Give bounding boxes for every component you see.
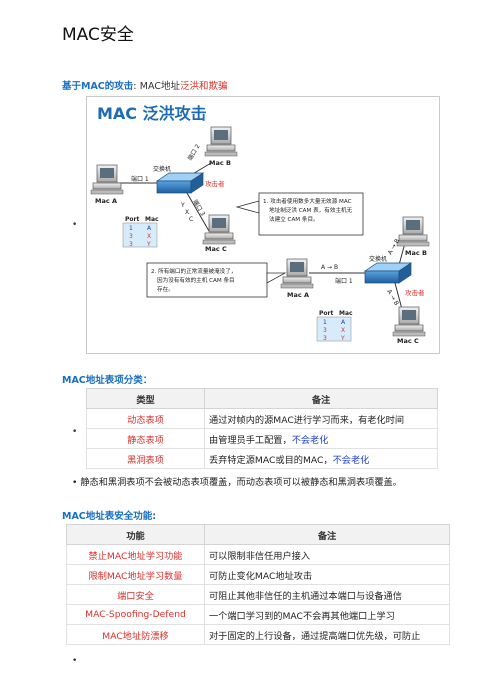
security-functions-table: 功能 备注 禁止MAC地址学习功能 可以限制非信任用户接入 限制MAC地址学习数… — [66, 524, 450, 645]
table-row: 动态表项 通过对帧内的源MAC进行学习而来，有老化时间 — [86, 408, 438, 429]
table-row: 限制MAC地址学习数量 可防止变化MAC地址攻击 — [66, 564, 450, 585]
section-heading-security-functions: MAC地址表安全功能: — [62, 511, 157, 522]
entry-note-cell: 由管理员手工配置，不会老化 — [204, 428, 438, 449]
column-header: 备注 — [204, 524, 450, 545]
callout-2-line-3: 存在。 — [157, 285, 174, 293]
svg-text:A: A — [147, 225, 152, 232]
svg-text:1: 1 — [323, 319, 327, 326]
attack-heading-red: 泛洪和欺骗 — [179, 81, 228, 92]
host-a2-label: Mac A — [287, 291, 309, 299]
host-c2-icon — [392, 306, 426, 337]
host-b-label: Mac B — [209, 159, 231, 167]
function-note-cell: 可防止变化MAC地址攻击 — [204, 564, 450, 585]
attack-heading-plain: MAC地址 — [139, 81, 180, 92]
diagram-title: MAC 泛洪攻击 — [97, 104, 207, 123]
table-header-row: 功能 备注 — [66, 524, 450, 545]
bullet-dot: • — [72, 220, 78, 230]
function-cell: 端口安全 — [66, 584, 205, 605]
entry-note-cell: 丢弃特定源MAC或目的MAC，不会老化 — [204, 448, 438, 469]
override-note: • 静态和黑洞表项不会被动态表项覆盖，而动态表项可以被静态和黑洞表项覆盖。 — [72, 477, 402, 488]
svg-text:Mac: Mac — [145, 216, 159, 223]
column-header: 功能 — [66, 524, 205, 545]
svg-text:3: 3 — [323, 327, 327, 334]
mac-entry-types-table: 类型 备注 动态表项 通过对帧内的源MAC进行学习而来，有老化时间 静态表项 由… — [86, 388, 438, 469]
port1-label: 端口 1 — [131, 175, 149, 183]
column-header: 类型 — [86, 388, 205, 409]
flow-ab-label: A → B — [321, 264, 338, 271]
flood-letter-y: Y — [180, 202, 185, 209]
section-heading-attacks: 基于MAC的攻击: MAC地址泛洪和欺骗 — [62, 78, 227, 92]
function-cell: MAC-Spoofing-Defend — [66, 604, 205, 625]
section-heading-table-types: MAC地址表项分类： — [62, 375, 153, 386]
cam-table-2: Port Mac 1 A 3 X 3 Y — [316, 310, 353, 342]
switch2-label: 交换机 — [369, 255, 387, 263]
port3-label: 端口 3 — [191, 198, 207, 218]
host-c-label: Mac C — [205, 245, 227, 253]
function-note-cell: 一个端口学习到的MAC不会再其他端口上学习 — [204, 604, 450, 625]
attacker-label-2: 攻击者 — [405, 288, 425, 297]
table-row: 静态表项 由管理员手工配置，不会老化 — [86, 428, 438, 449]
entry-note-cell: 通过对帧内的源MAC进行学习而来，有老化时间 — [204, 408, 438, 429]
callout-1-line-3: 法建立 CAM 条目。 — [269, 215, 319, 223]
svg-text:Y: Y — [146, 241, 151, 248]
table-row: 禁止MAC地址学习功能 可以限制非信任用户接入 — [66, 544, 450, 565]
switch-label: 交换机 — [153, 165, 171, 173]
callout-1 — [258, 192, 364, 236]
host-b2-icon — [396, 216, 430, 247]
function-note-cell: 对于固定的上行设备，通过提高端口优先级，可防止 — [204, 624, 450, 645]
svg-text:3: 3 — [129, 241, 133, 248]
callout-2-line-1: 2. 所有端口的正常流量被淹没了， — [151, 267, 236, 275]
function-note-cell: 可以限制非信任用户接入 — [204, 544, 450, 565]
svg-text:X: X — [341, 327, 345, 334]
host-a-icon — [90, 164, 124, 195]
svg-text:Mac: Mac — [339, 310, 353, 317]
flood-letter-c: C — [189, 216, 193, 223]
function-cell: 禁止MAC地址学习功能 — [66, 544, 205, 565]
table-row: MAC-Spoofing-Defend 一个端口学习到的MAC不会再其他端口上学… — [66, 604, 450, 625]
svg-text:3: 3 — [323, 335, 327, 342]
svg-text:Y: Y — [340, 335, 345, 342]
callout-1-line-2: 地址制泛洪 CAM 表，有效主机无 — [269, 206, 353, 214]
svg-text:3: 3 — [129, 233, 133, 240]
callout-1-line-1: 1. 攻击者使用数多大量无效源 MAC — [263, 197, 352, 205]
function-note-cell: 可阻止其他非信任的主机通过本端口与设备通信 — [204, 584, 450, 605]
entry-type-cell: 动态表项 — [86, 408, 205, 429]
host-c2-label: Mac C — [397, 337, 419, 345]
host-b-icon — [204, 126, 238, 157]
table-header-row: 类型 备注 — [86, 388, 438, 409]
table-row: MAC地址防漂移 对于固定的上行设备，通过提高端口优先级，可防止 — [66, 624, 450, 645]
flow-ab-up-label: A → B — [387, 238, 402, 256]
entry-type-cell: 静态表项 — [86, 428, 205, 449]
callout-2-line-2: 因为没有有效的主机 CAM 条目 — [157, 276, 235, 284]
svg-text:Port: Port — [125, 216, 139, 223]
bullet-dot: • — [72, 427, 78, 437]
svg-text:X: X — [147, 233, 151, 240]
callout-2 — [146, 262, 268, 298]
attack-heading-colon: : — [133, 81, 137, 92]
bullet-dot: • — [72, 656, 78, 666]
function-cell: MAC地址防漂移 — [66, 624, 205, 645]
svg-text:Port: Port — [319, 310, 333, 317]
port1b-label: 端口 1 — [335, 277, 353, 285]
column-header: 备注 — [204, 388, 438, 409]
page-title: MAC安全 — [62, 25, 134, 45]
attack-heading-bold: 基于MAC的攻击 — [62, 81, 134, 92]
switch2-icon — [364, 262, 412, 284]
svg-text:1: 1 — [129, 225, 133, 232]
port2-label: 端口 2 — [186, 142, 202, 162]
mac-flood-diagram: MAC 泛洪攻击 Mac A Mac B Mac C 交换机 端口 1 端口 2… — [86, 96, 440, 354]
svg-text:A: A — [341, 319, 346, 326]
table-row: 端口安全 可阻止其他非信任的主机通过本端口与设备通信 — [66, 584, 450, 605]
host-a-label: Mac A — [95, 197, 117, 205]
table-row: 黑洞表项 丢弃特定源MAC或目的MAC，不会老化 — [86, 448, 438, 469]
entry-type-cell: 黑洞表项 — [86, 448, 205, 469]
host-a2-icon — [280, 258, 314, 289]
cam-table-1: Port Mac 1 A 3 X 3 Y — [122, 216, 159, 248]
function-cell: 限制MAC地址学习数量 — [66, 564, 205, 585]
flood-letter-x: X — [185, 209, 189, 216]
attacker-label-1: 攻击者 — [205, 179, 225, 188]
host-b2-label: Mac B — [405, 249, 427, 257]
switch-icon — [156, 172, 204, 194]
